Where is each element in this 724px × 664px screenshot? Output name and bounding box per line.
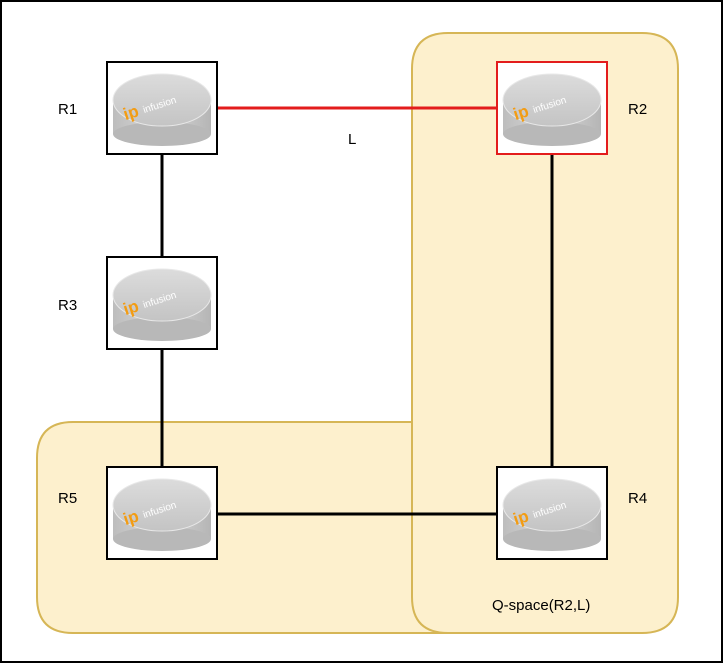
link-label-l: L	[348, 131, 356, 148]
disc-top	[502, 478, 602, 532]
disc-bottom	[113, 527, 211, 551]
router-label-r3: R3	[58, 297, 77, 314]
disc-bottom	[503, 527, 601, 551]
brand-logo-ip: ip	[511, 506, 531, 529]
disc-bottom	[113, 317, 211, 341]
router-label-r4: R4	[628, 490, 647, 507]
disc-bottom	[113, 122, 211, 146]
router-label-r1: R1	[58, 101, 77, 118]
router-label-r2: R2	[628, 101, 647, 118]
disc-top	[502, 73, 602, 127]
brand-logo-ip: ip	[121, 101, 141, 124]
q-space-label: Q-space(R2,L)	[492, 597, 590, 614]
router-r4[interactable]: ip infusion	[496, 466, 608, 560]
brand-logo-ip: ip	[121, 506, 141, 529]
disc-top	[112, 268, 212, 322]
router-r5[interactable]: ip infusion	[106, 466, 218, 560]
brand-logo-ip: ip	[511, 101, 531, 124]
brand-logo-ip: ip	[121, 296, 141, 319]
disc-top	[112, 478, 212, 532]
disc-top	[112, 73, 212, 127]
router-r3[interactable]: ip infusion	[106, 256, 218, 350]
q-space-divider	[411, 422, 449, 634]
router-r2[interactable]: ip infusion	[496, 61, 608, 155]
disc-bottom	[503, 122, 601, 146]
router-label-r5: R5	[58, 490, 77, 507]
router-r1[interactable]: ip infusion	[106, 61, 218, 155]
